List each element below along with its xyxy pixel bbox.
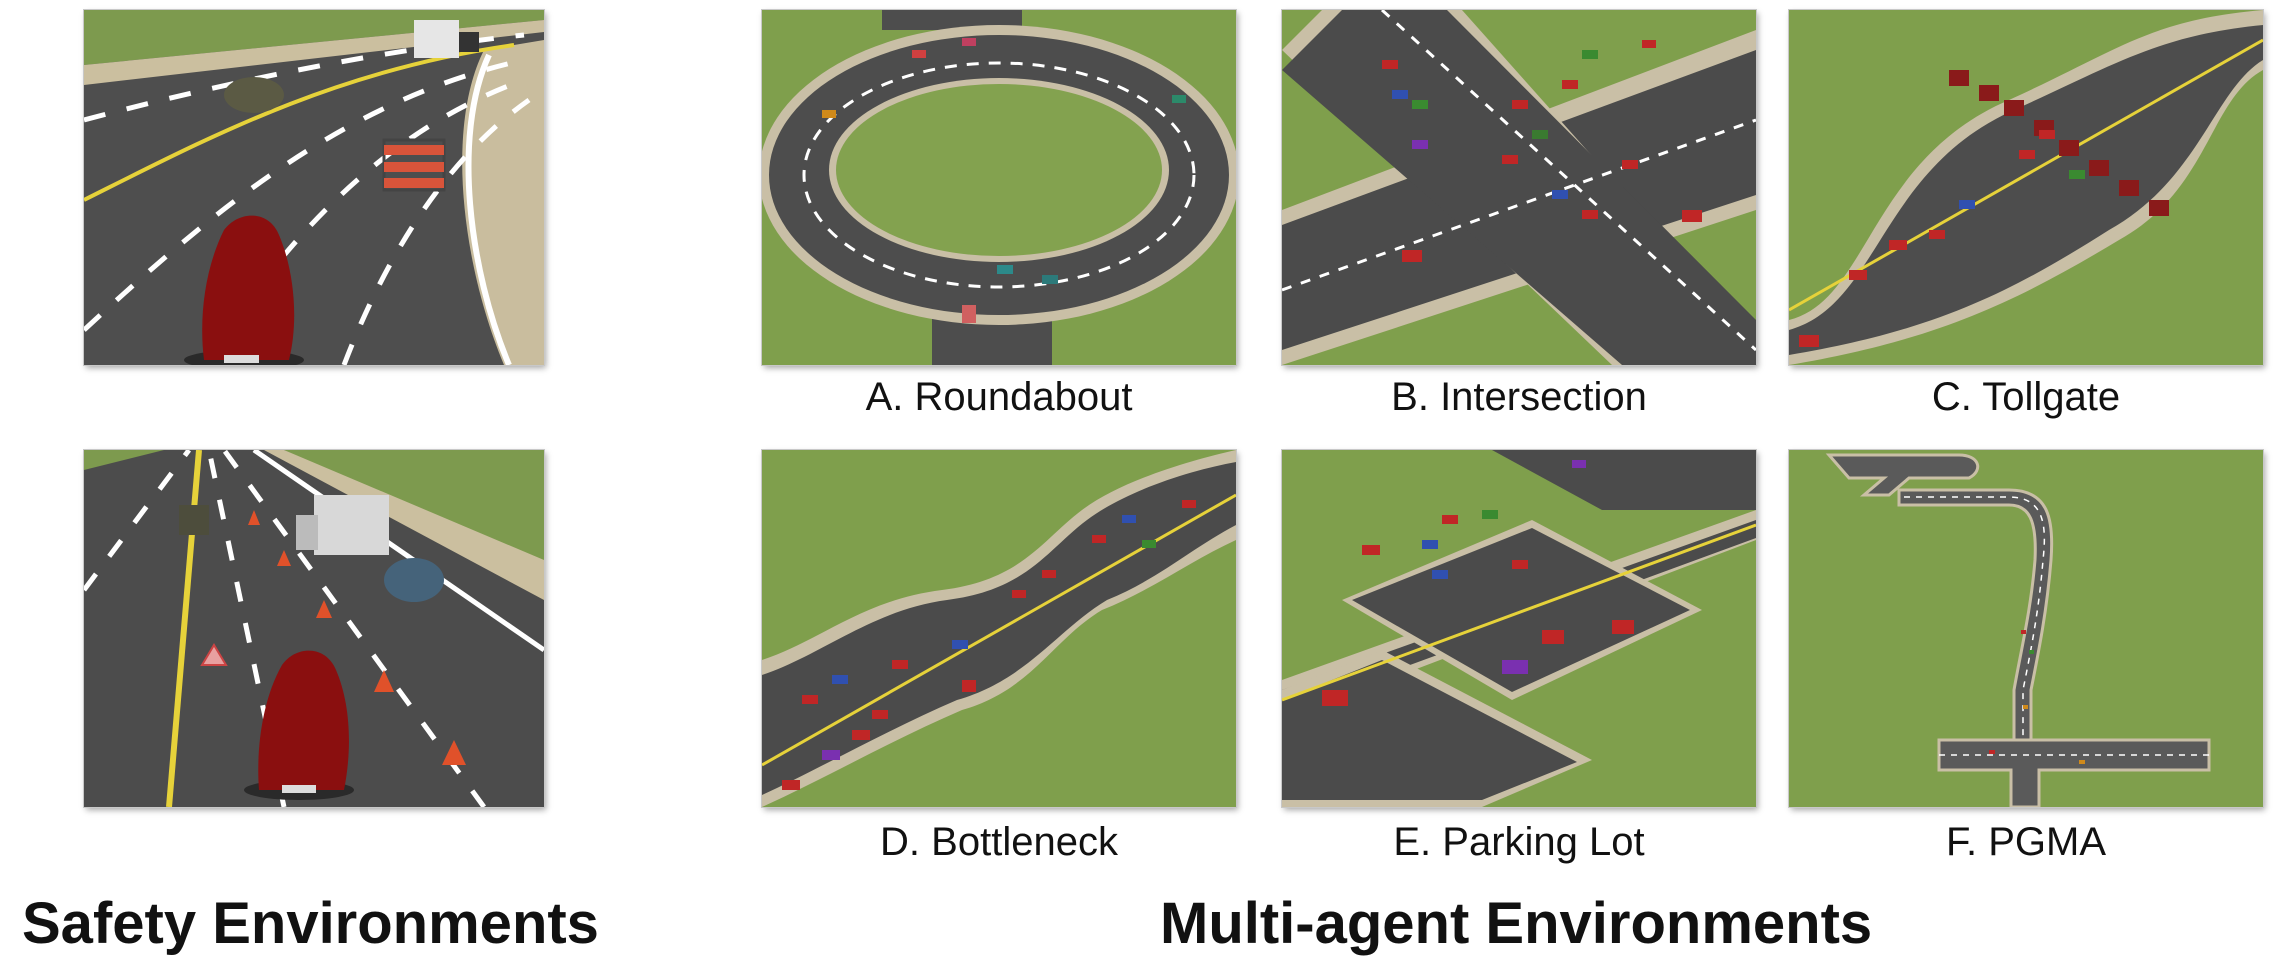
safety-cones-panel — [84, 450, 544, 807]
pgma-panel — [1789, 450, 2263, 807]
pgma-caption: F. PGMA — [1945, 820, 2107, 864]
safety-roadwork-panel — [84, 10, 544, 365]
roundabout-scene — [762, 10, 1236, 365]
bottleneck-panel — [762, 450, 1236, 807]
parking-lot-caption: E. Parking Lot — [1393, 820, 1645, 864]
intersection-panel — [1282, 10, 1756, 365]
tollgate-panel — [1789, 10, 2263, 365]
bottleneck-caption: D. Bottleneck — [880, 820, 1118, 864]
roundabout-caption: A. Roundabout — [865, 375, 1133, 419]
pgma-scene — [1789, 450, 2263, 807]
safety-roadwork-scene — [84, 10, 544, 365]
safety-section-title: Safety Environments — [22, 891, 599, 956]
tollgate-caption: C. Tollgate — [1931, 375, 2121, 419]
bottleneck-scene — [762, 450, 1236, 807]
multi-agent-section-title: Multi-agent Environments — [1160, 891, 1873, 956]
roundabout-panel — [762, 10, 1236, 365]
safety-cones-scene — [84, 450, 544, 807]
intersection-caption: B. Intersection — [1391, 375, 1647, 419]
tollgate-scene — [1789, 10, 2263, 365]
parking-lot-scene — [1282, 450, 1756, 807]
intersection-scene — [1282, 10, 1756, 365]
parking-lot-panel — [1282, 450, 1756, 807]
